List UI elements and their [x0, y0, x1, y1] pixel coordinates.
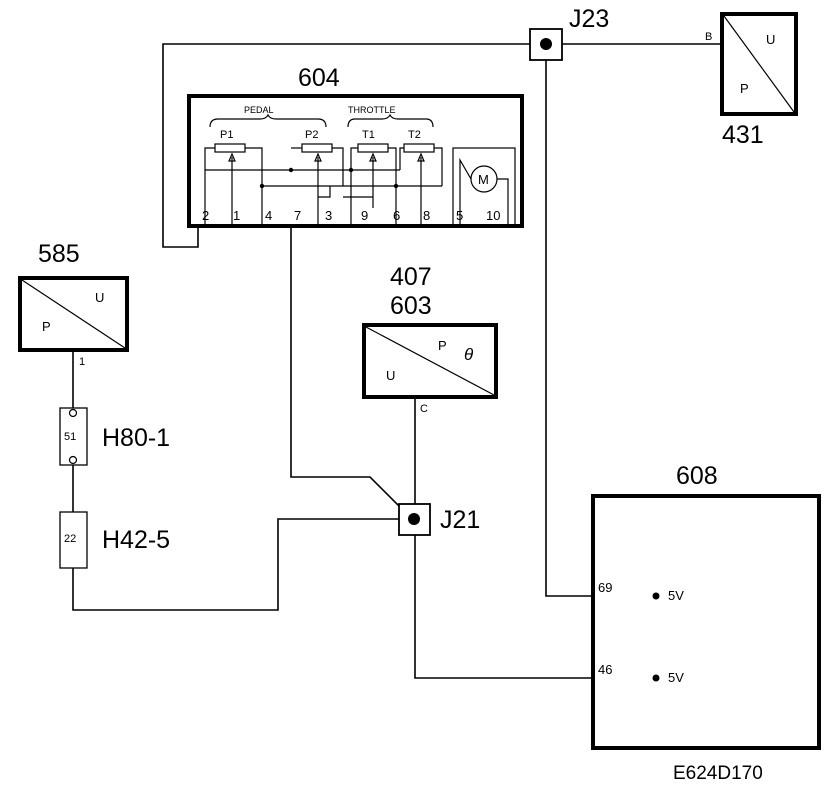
- pot-p2-label: P2: [305, 129, 318, 141]
- pin-604-1: 1: [233, 208, 240, 223]
- component-431: U P B 431: [705, 12, 798, 149]
- node-5v-46: [652, 674, 660, 682]
- node-dot: [393, 183, 399, 189]
- component-431-number: 431: [722, 121, 764, 149]
- node-5v-69: [652, 592, 660, 600]
- internal-wiring-604: [204, 147, 443, 226]
- throttle-brace: [347, 113, 434, 128]
- wires: [72, 43, 720, 679]
- component-407-number: 407: [390, 263, 432, 291]
- component-431-pin: B: [705, 31, 712, 43]
- component-608-number: 608: [676, 462, 718, 490]
- pin-604-2: 2: [202, 208, 209, 223]
- component-407-box: [362, 323, 498, 399]
- connector-h80-label: H80-1: [102, 424, 170, 452]
- component-604-box: [187, 94, 524, 228]
- connector-h42-pin: 22: [64, 533, 76, 545]
- junction-j23-dot: [540, 38, 552, 50]
- component-407-p: P: [438, 338, 447, 353]
- junction-j21-box: [398, 503, 431, 536]
- component-604: 604 PEDAL THROTTLE P1 P2 T1 T2: [187, 64, 524, 228]
- throttle-group-label: THROTTLE: [348, 105, 396, 115]
- component-608: 608 69 5V 46 5V: [591, 462, 821, 750]
- connector-h80-pin: 51: [64, 431, 76, 443]
- diagram-reference-code: E624D170: [673, 763, 763, 784]
- pin-604-3: 3: [325, 208, 332, 223]
- component-585-number: 585: [38, 240, 80, 268]
- component-608-box: [591, 494, 821, 750]
- wire-604-to-j21: [290, 226, 412, 519]
- pot-t2: [403, 143, 435, 153]
- pot-p1: [214, 143, 246, 153]
- pot-p1-label: P1: [220, 129, 233, 141]
- pin-604-6: 6: [393, 208, 400, 223]
- pin-604-5: 5: [456, 208, 463, 223]
- pot-t1-label: T1: [362, 129, 375, 141]
- component-585-p: P: [42, 319, 51, 334]
- component-407-pin: C: [420, 403, 428, 415]
- component-585-pin: 1: [79, 356, 85, 368]
- component-608-pin-46: 46: [598, 662, 612, 677]
- component-407-603: 407 603 P θ U C: [362, 263, 498, 415]
- wire-j21-to-608-46: [414, 535, 593, 679]
- pedal-group-label: PEDAL: [244, 105, 274, 115]
- pin-604-9: 9: [361, 208, 368, 223]
- pot-p2: [301, 143, 333, 153]
- junction-j23: J23: [529, 5, 609, 61]
- pin-604-4: 4: [265, 208, 272, 223]
- component-585: 585 U P 1: [18, 240, 129, 368]
- junction-j21: J21: [398, 503, 480, 536]
- component-585-box: [18, 276, 129, 352]
- connector-h80-box: [59, 407, 88, 466]
- pin-604-10: 10: [486, 208, 500, 223]
- component-407-u: U: [386, 368, 395, 383]
- wire-604-to-j23: [162, 43, 530, 248]
- wire-h42-to-j21: [72, 518, 399, 611]
- component-604-number: 604: [298, 64, 340, 92]
- junction-j23-label: J23: [569, 5, 609, 33]
- connector-h80: 51 H80-1: [59, 407, 170, 466]
- node-dot: [288, 167, 294, 173]
- component-603-number: 603: [390, 292, 432, 320]
- motor-enclosure: [452, 147, 516, 227]
- node-dot: [259, 183, 265, 189]
- connector-h42: 22 H42-5: [59, 511, 170, 569]
- junction-j21-dot: [408, 513, 420, 525]
- junction-j21-label: J21: [440, 506, 480, 534]
- connector-h42-box: [59, 511, 88, 569]
- node-dot: [348, 167, 354, 173]
- component-608-pin-69: 69: [598, 580, 612, 595]
- pin-604-7: 7: [294, 208, 301, 223]
- pedal-brace: [209, 113, 327, 128]
- connector-h42-label: H42-5: [102, 526, 170, 554]
- component-431-p: P: [740, 81, 749, 96]
- motor-label: M: [478, 172, 489, 187]
- component-431-u: U: [766, 32, 775, 47]
- pin-604-8: 8: [423, 208, 430, 223]
- component-585-u: U: [95, 290, 104, 305]
- wire-j23-to-608-69: [545, 60, 593, 597]
- component-407-theta: θ: [464, 345, 474, 364]
- component-608-volt-69: 5V: [668, 588, 684, 603]
- component-431-box: [720, 12, 798, 116]
- component-608-volt-46: 5V: [668, 670, 684, 685]
- pot-t1: [357, 143, 389, 153]
- pot-t2-label: T2: [408, 129, 421, 141]
